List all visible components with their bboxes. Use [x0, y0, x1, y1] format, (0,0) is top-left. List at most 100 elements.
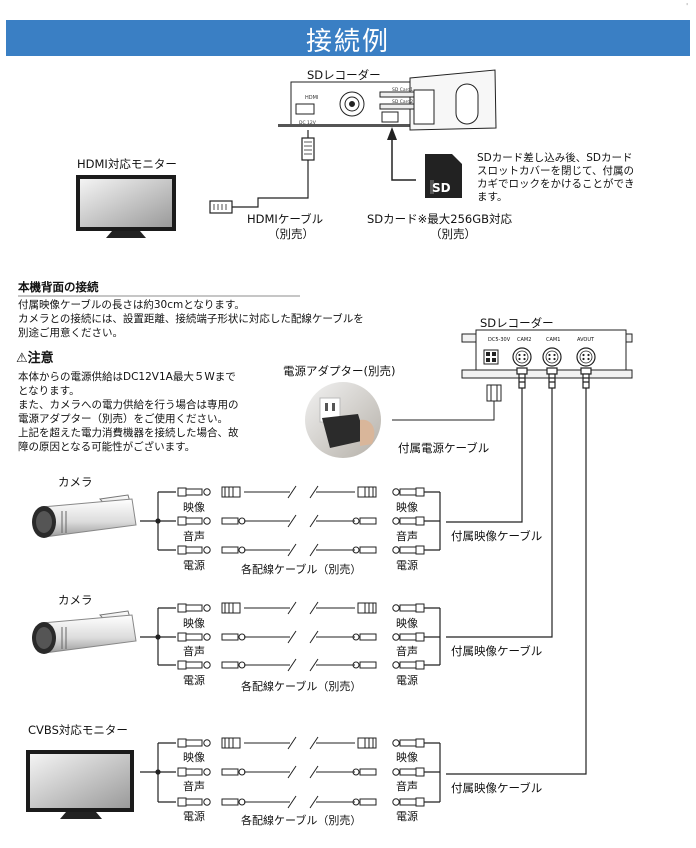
video-plug-right	[392, 487, 425, 497]
caution-line-3: また、カメラへの電力供給を行う場合は専用の	[18, 399, 239, 411]
sd1-mark: SD Card1	[392, 87, 413, 93]
cable-cam1	[446, 388, 553, 638]
video-cable	[221, 601, 377, 615]
row2-left-audio: 音声	[183, 645, 205, 658]
audio-cable	[221, 514, 377, 528]
video-plug-right	[392, 738, 425, 748]
recorder-label-right: SDレコーダー	[480, 316, 554, 330]
row1-right-power: 電源	[396, 559, 418, 572]
camera-icon	[32, 494, 137, 538]
row2-left-video: 映像	[183, 617, 205, 630]
row1-left-video: 映像	[183, 501, 205, 514]
rear-line-1: 付属映像ケーブルの長さは約30cmとなります。	[18, 299, 245, 311]
row1-right-video: 映像	[396, 501, 418, 514]
sd-note-line-1: SDカード差し込み後、SDカード	[477, 152, 633, 164]
power-plug-left	[177, 797, 211, 807]
dc-power-connector	[392, 384, 502, 421]
warning-icon: ⚠	[16, 351, 28, 366]
port-label-cam2: CAM2	[517, 337, 532, 343]
row-1	[32, 485, 441, 557]
cable-avout	[446, 388, 587, 775]
row3-left-video: 映像	[183, 751, 205, 764]
avout-port	[576, 347, 596, 367]
row1-bundle-label: 付属映像ケーブル	[451, 529, 543, 543]
port-label-cam1: CAM1	[546, 337, 561, 343]
port-label-avout: AVOUT	[577, 337, 595, 343]
row3-right-video: 映像	[396, 751, 418, 764]
audio-plug-left	[177, 516, 211, 526]
cam1-port	[542, 347, 562, 367]
right-bracket	[424, 491, 441, 551]
row2-right-power: 電源	[396, 674, 418, 687]
left-bracket	[140, 491, 176, 551]
rear-line-2: カメラとの接続には、設置距離、接続端子形状に対応した配線ケーブルを	[18, 313, 364, 325]
audio-plug-left	[177, 767, 211, 777]
right-bracket	[424, 742, 441, 803]
sd-card-icon: SD	[425, 154, 462, 198]
hdmi-monitor-label: HDMI対応モニター	[77, 157, 177, 171]
power-cable-label: 付属電源ケーブル	[398, 441, 490, 455]
video-plug-right	[392, 603, 425, 613]
sd-card-sublabel: （別売）	[430, 227, 476, 241]
dc-port-mark: DC 12V	[299, 120, 317, 126]
cable-cam2	[446, 388, 523, 523]
section-header: 接続例	[6, 20, 690, 57]
video-plug-left	[177, 738, 211, 748]
sd-card-text: SD	[432, 181, 451, 195]
arrow-up-icon	[387, 127, 397, 140]
audio-cable	[221, 765, 377, 779]
caution-line-6: 障の原因となる可能性がございます。	[18, 441, 196, 453]
row3-left-power: 電源	[183, 810, 205, 823]
power-plug-right	[392, 545, 425, 555]
audio-plug-left	[177, 632, 211, 642]
camera-icon	[32, 610, 137, 654]
sd-note-line-2: スロットカバーを閉じて、付属の	[477, 165, 634, 177]
caution-line-4: 電源アダプター（別売）をご使用ください。	[18, 413, 228, 425]
sd-insert-arrow-line	[391, 130, 416, 181]
row1-cable-label: 各配線ケーブル（別売）	[241, 563, 362, 576]
right-bracket	[424, 607, 441, 666]
sd-note-line-3: カギでロックをかけることができ	[477, 178, 635, 190]
hdmi-cable-label: HDMIケーブル	[247, 212, 324, 226]
row3-left-audio: 音声	[183, 780, 205, 793]
audio-plug-right	[392, 767, 425, 777]
sd-card-label: SDカード※最大256GB対応	[367, 212, 513, 226]
audio-plug-right	[392, 632, 425, 642]
row2-right-video: 映像	[396, 617, 418, 630]
rear-line-3: 別途ご用意ください。	[18, 327, 123, 339]
hdmi-cable-sublabel: （別売）	[268, 227, 314, 241]
section-title: 接続例	[305, 27, 390, 57]
power-plug-right	[392, 660, 425, 670]
row3-right-audio: 音声	[396, 780, 418, 793]
caution-title: 注意	[27, 351, 54, 366]
caution-line-2: となります。	[18, 385, 80, 397]
port-label-dc: DC5-30V	[488, 337, 511, 343]
caution-heading: ⚠注意	[16, 351, 54, 367]
row2-cable-label: 各配線ケーブル（別売）	[241, 680, 362, 693]
row2-right-audio: 音声	[396, 645, 418, 658]
left-bracket	[140, 607, 176, 666]
row2-device-label: カメラ	[58, 593, 93, 607]
recorder-label-top: SDレコーダー	[307, 68, 381, 82]
cvbs-monitor-icon	[26, 750, 134, 819]
hdmi-cable	[209, 130, 315, 214]
row1-right-audio: 音声	[396, 530, 418, 543]
power-plug-right	[392, 797, 425, 807]
row3-right-power: 電源	[396, 810, 418, 823]
video-plug-left	[177, 487, 211, 497]
audio-cable	[221, 630, 377, 644]
power-cable	[221, 658, 377, 672]
cam2-port	[512, 347, 532, 367]
row2-left-power: 電源	[183, 674, 205, 687]
row2-bundle-label: 付属映像ケーブル	[451, 644, 543, 658]
video-plug-left	[177, 603, 211, 613]
power-cable	[221, 795, 377, 809]
audio-plug-right	[392, 516, 425, 526]
hdmi-port-mark: HDMI	[305, 95, 318, 101]
recorder-ports	[512, 347, 596, 367]
video-cable	[221, 485, 377, 499]
sd-note-line-4: ます。	[477, 191, 508, 203]
row3-device-label: CVBS対応モニター	[28, 723, 128, 737]
sd-recorder-top	[278, 69, 497, 131]
power-plug-left	[177, 545, 211, 555]
